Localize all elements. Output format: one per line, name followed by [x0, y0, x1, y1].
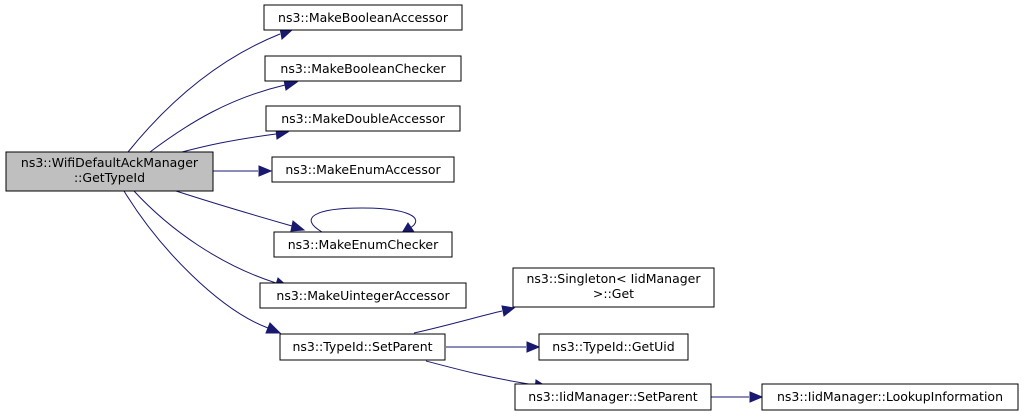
node-typeid-set-parent[interactable]: ns3::TypeId::SetParent [279, 333, 446, 361]
node-make-double-accessor-label: ns3::MakeDoubleAccessor [281, 111, 445, 126]
node-singleton-get[interactable]: ns3::Singleton< IidManager >::Get [512, 267, 715, 308]
node-root-label-line-1: ns3::WifiDefaultAckManager [21, 155, 199, 170]
edge-root-to-make-enum-accessor [213, 165, 273, 177]
edge-typeid-set-parent-to-typeid-get-uid [446, 341, 541, 353]
node-make-enum-accessor[interactable]: ns3::MakeEnumAccessor [271, 156, 455, 183]
nodes: ns3::WifiDefaultAckManager ::GetTypeId n… [5, 4, 1019, 411]
node-make-enum-accessor-label: ns3::MakeEnumAccessor [285, 162, 441, 177]
node-typeid-get-uid[interactable]: ns3::TypeId::GetUid [538, 333, 689, 361]
node-singleton-get-label-line-1: ns3::Singleton< IidManager [526, 271, 701, 286]
edge-typeid-set-parent-to-singleton-get [413, 305, 516, 334]
edge-root-to-make-enum-checker [175, 190, 306, 232]
edge-root-to-make-double-accessor [181, 128, 290, 153]
edge-make-enum-checker-self-loop [310, 207, 417, 234]
edge-root-to-typeid-set-parent [123, 190, 282, 334]
node-make-boolean-checker-label: ns3::MakeBooleanChecker [280, 61, 446, 76]
node-make-boolean-checker[interactable]: ns3::MakeBooleanChecker [264, 55, 462, 82]
node-iidmanager-lookup-information[interactable]: ns3::IidManager::LookupInformation [761, 383, 1019, 411]
node-make-uinteger-accessor-label: ns3::MakeUintegerAccessor [276, 288, 450, 303]
node-singleton-get-label-line-2: >::Get [593, 286, 634, 301]
node-make-enum-checker-label: ns3::MakeEnumChecker [288, 237, 439, 252]
node-typeid-get-uid-label: ns3::TypeId::GetUid [552, 339, 674, 354]
node-iidmanager-set-parent-label: ns3::IidManager::SetParent [528, 389, 698, 404]
node-iidmanager-set-parent[interactable]: ns3::IidManager::SetParent [514, 383, 712, 411]
edge-root-to-make-boolean-checker [149, 79, 299, 153]
node-root[interactable]: ns3::WifiDefaultAckManager ::GetTypeId [5, 151, 214, 192]
node-make-double-accessor[interactable]: ns3::MakeDoubleAccessor [265, 105, 461, 132]
edge-iidmanager-set-parent-to-lookup-information [711, 391, 764, 403]
node-make-boolean-accessor[interactable]: ns3::MakeBooleanAccessor [263, 4, 463, 31]
node-iidmanager-lookup-information-label: ns3::IidManager::LookupInformation [777, 389, 1003, 404]
node-make-enum-checker[interactable]: ns3::MakeEnumChecker [273, 231, 453, 258]
node-root-label-line-2: ::GetTypeId [74, 170, 145, 185]
node-typeid-set-parent-label: ns3::TypeId::SetParent [292, 339, 432, 354]
node-make-uinteger-accessor[interactable]: ns3::MakeUintegerAccessor [259, 282, 467, 309]
edges [123, 27, 764, 403]
edge-root-to-make-uinteger-accessor [133, 190, 290, 289]
node-make-boolean-accessor-label: ns3::MakeBooleanAccessor [278, 10, 449, 25]
